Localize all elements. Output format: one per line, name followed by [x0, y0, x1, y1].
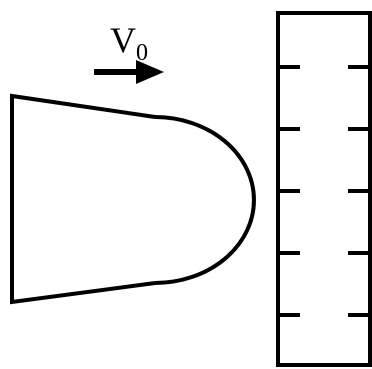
ruler-ticks: [278, 65, 370, 317]
projectile: [10, 93, 256, 305]
projectile-nose: [154, 115, 256, 285]
velocity-arrow: [94, 60, 164, 84]
ruler: [276, 11, 372, 367]
velocity-subscript: 0: [136, 40, 148, 66]
velocity-symbol: V: [110, 20, 136, 60]
velocity-arrow-head: [136, 60, 164, 84]
projectile-body: [10, 93, 156, 305]
velocity-label: V0: [110, 20, 148, 66]
